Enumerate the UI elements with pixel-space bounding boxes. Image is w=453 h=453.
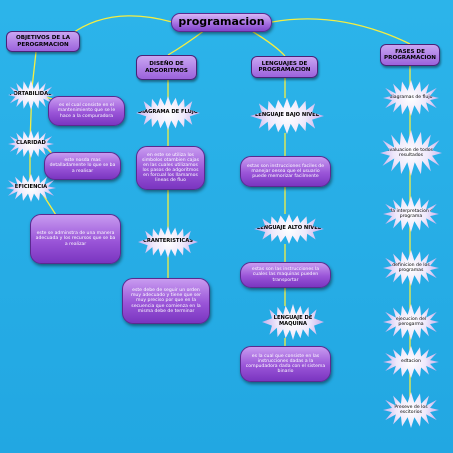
map-title: programacion [171,13,272,32]
connector-objetivos-stack [29,51,37,188]
diagrama-desc: en este se utiliza los simbolos otambien… [136,146,205,190]
eficiencia-desc: este se adminstra de una manera adecuada… [30,214,121,264]
connector-title-diseno [167,29,206,56]
connector-title-objetivos [69,15,173,36]
lenguaje-alto-desc: estas son las instrucciones la cuales la… [240,262,331,288]
lenguaje-maquina-desc: es la cual que consiste en las instrucci… [240,346,331,382]
header-lenguajes: LENGUAJES DE PROGRAMACION [251,56,318,78]
connector-title-fases [271,18,411,45]
connector-title-lenguajes [249,29,286,57]
caracteristicas-desc: este debe de seguir un orden muy adecuad… [122,278,210,324]
header-objetivos: OBJETIVOS DE LA PEROGRMACION [6,31,80,52]
portabilidad-desc: es el cual consiste en el mantenimiento … [48,96,125,126]
header-diseno: DISEÑO DE ADGORITMOS [136,55,197,80]
lenguaje-bajo-desc: estas son instrucciones faciles de manej… [240,156,331,187]
header-fases: FASES DE PROGRAMACION [380,44,440,66]
claridad-desc: este nosda mas detalladamente lo que se … [44,152,121,180]
